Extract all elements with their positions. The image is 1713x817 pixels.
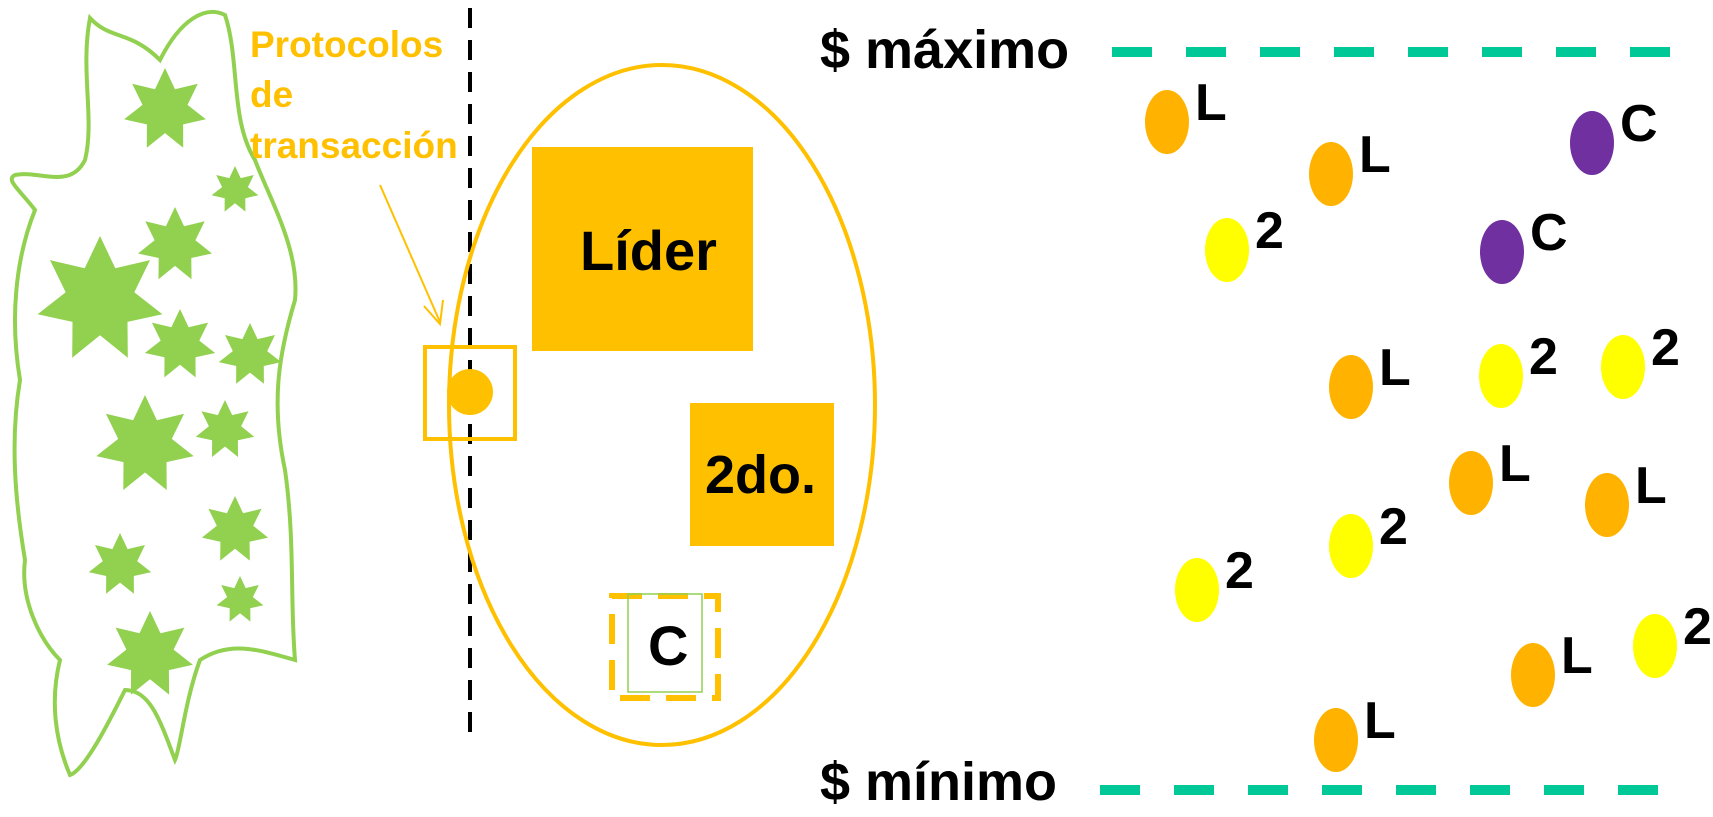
star-shape — [201, 496, 269, 561]
leader-dot — [1511, 643, 1555, 707]
protocol-arrowhead — [423, 299, 444, 327]
client-box-outer — [609, 593, 721, 701]
star-cluster-outline — [9, 10, 298, 778]
star-shape — [124, 68, 206, 148]
leader-box — [532, 147, 753, 351]
leader-dot-label: L — [1359, 126, 1391, 184]
leader-dot-label: L — [1195, 74, 1227, 132]
protocol-arrow-line — [379, 184, 441, 323]
client-box-label: C — [648, 614, 688, 677]
second-dot — [1601, 335, 1645, 399]
price-max-label: $ máximo — [820, 20, 1069, 80]
star-shape — [216, 576, 264, 622]
star-shape — [107, 611, 193, 695]
leader-box-label: Líder — [580, 219, 717, 282]
protocol-dot — [447, 369, 493, 415]
second-box-label: 2do. — [705, 445, 816, 505]
star-cluster-group — [9, 10, 298, 778]
client-dot-label: C — [1530, 204, 1568, 262]
protocol-label-line2: de — [250, 74, 293, 115]
client-box-inner — [627, 593, 703, 693]
second-dot — [1175, 558, 1219, 622]
leader-dot — [1329, 355, 1373, 419]
client-dot — [1480, 220, 1524, 284]
second-dot-label: 2 — [1683, 598, 1712, 656]
leader-dot-label: L — [1561, 627, 1593, 685]
leader-dot — [1585, 473, 1629, 537]
star-shape — [195, 400, 255, 457]
leader-dot-label: L — [1379, 339, 1411, 397]
star-shape — [37, 236, 163, 358]
star-shape — [96, 395, 194, 490]
leader-dot-label: L — [1499, 435, 1531, 493]
second-dot — [1479, 344, 1523, 408]
second-dot-label: 2 — [1529, 328, 1558, 386]
second-dot-label: 2 — [1379, 498, 1408, 556]
star-shape — [211, 166, 259, 212]
second-dot — [1329, 514, 1373, 578]
second-dot-label: 2 — [1255, 202, 1284, 260]
leader-dot — [1449, 451, 1493, 515]
star-shape — [88, 533, 152, 594]
star-shape — [218, 323, 282, 384]
leader-dot-label: L — [1364, 692, 1396, 750]
second-box — [690, 403, 834, 546]
second-dot-label: 2 — [1651, 319, 1680, 377]
second-dot — [1633, 614, 1677, 678]
leader-dot-label: L — [1635, 457, 1667, 515]
second-dot — [1205, 218, 1249, 282]
second-dot-label: 2 — [1225, 542, 1254, 600]
price-min-label: $ mínimo — [820, 752, 1057, 812]
star-shape — [138, 207, 212, 280]
protocol-box — [423, 345, 517, 441]
client-dot-label: C — [1620, 95, 1658, 153]
leader-dot — [1145, 90, 1189, 154]
leader-dot — [1309, 142, 1353, 206]
protocol-label-line3: transacción — [250, 125, 458, 166]
protocol-label-line1: Protocolos — [250, 24, 443, 65]
leader-dot — [1314, 708, 1358, 772]
star-shape — [144, 309, 216, 378]
client-dot — [1570, 111, 1614, 175]
group-ellipse — [447, 63, 877, 747]
star-shapes — [37, 68, 282, 695]
